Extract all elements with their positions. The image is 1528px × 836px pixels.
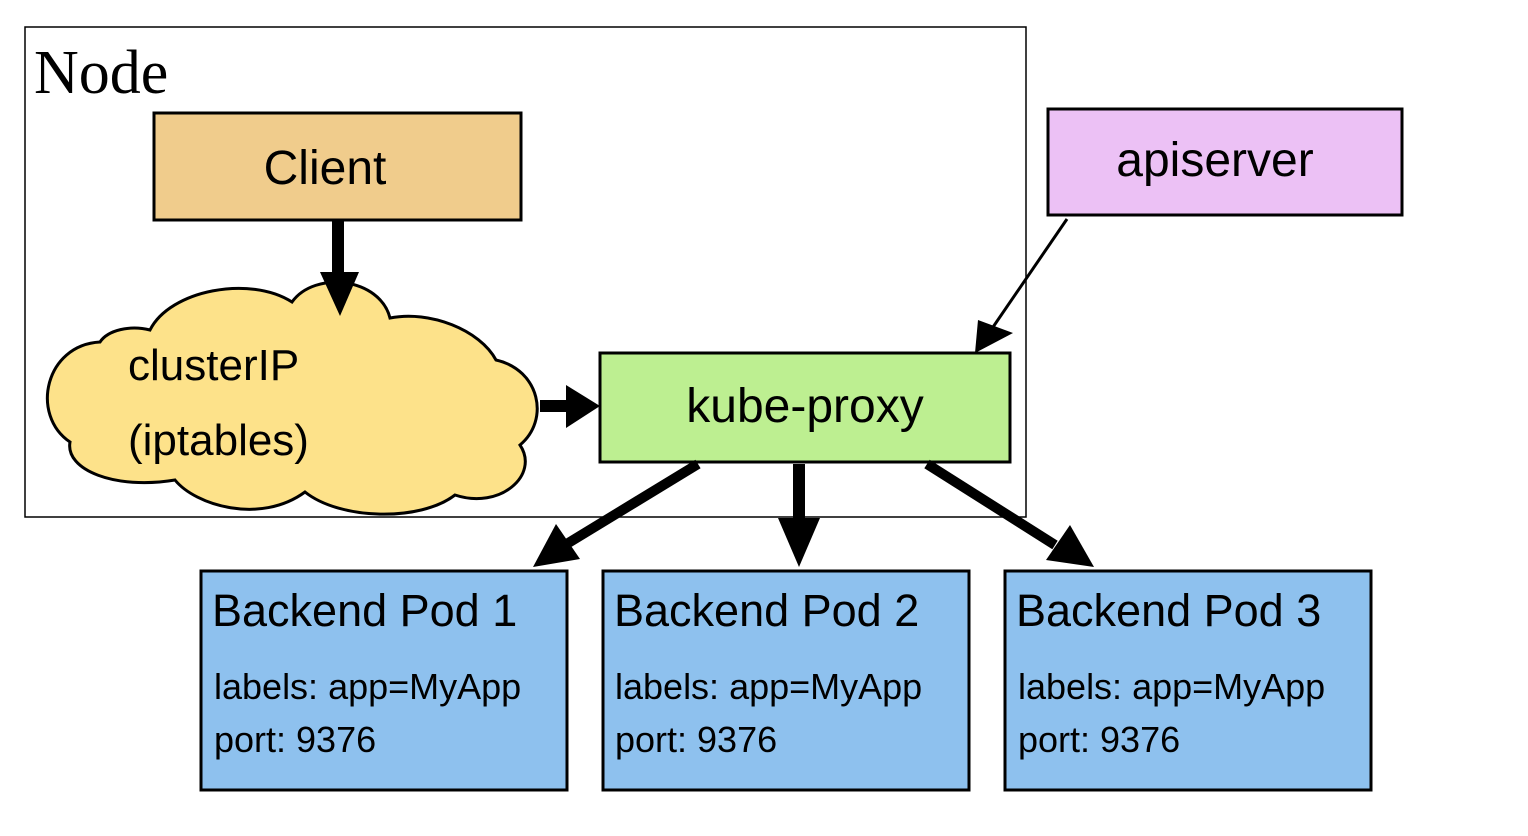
backend-pod-2-port: port: 9376 (615, 719, 777, 760)
kube-proxy-to-pod2-arrowhead (778, 518, 820, 567)
backend-pod-1-labels: labels: app=MyApp (214, 666, 521, 707)
backend-pod-2-title: Backend Pod 2 (614, 585, 919, 636)
apiserver-label: apiserver (1116, 134, 1313, 187)
cluster-ip-label: clusterIP (128, 341, 299, 390)
apiserver-to-kube-proxy-arrow-line (989, 218, 1069, 331)
backend-pod-2-labels: labels: app=MyApp (615, 666, 922, 707)
backend-pod-3-labels: labels: app=MyApp (1018, 666, 1325, 707)
kube-proxy-to-pod3-arrow-line (924, 459, 1058, 550)
backend-pod-2-box (601, 569, 971, 792)
clusterip-to-kube-proxy-arrowhead (566, 385, 600, 428)
apiserver-box: apiserver (1046, 107, 1404, 217)
apiserver-to-kube-proxy-arrowhead (975, 320, 1013, 353)
backend-pod-1-port: port: 9376 (214, 719, 376, 760)
backend-pod-2: Backend Pod 2 labels: app=MyApp port: 93… (601, 569, 971, 792)
backend-pod-3-port: port: 9376 (1018, 719, 1180, 760)
apiserver-box-fill (1046, 107, 1404, 217)
client-to-clusterip-arrowhead (320, 272, 359, 316)
backend-pod-3-title: Backend Pod 3 (1016, 585, 1321, 636)
client-label: Client (264, 142, 387, 195)
kube-proxy-box: kube-proxy (598, 351, 1012, 464)
arrows (320, 218, 1094, 567)
backend-pod-3-box (1003, 569, 1373, 792)
backend-pod-3: Backend Pod 3 labels: app=MyApp port: 93… (1003, 569, 1373, 792)
backend-pod-1-title: Backend Pod 1 (212, 585, 517, 636)
kube-proxy-box-fill (598, 351, 1012, 464)
backend-pod-1-box (199, 569, 569, 792)
backend-pod-1: Backend Pod 1 labels: app=MyApp port: 93… (199, 569, 569, 792)
cluster-ip-cloud: clusterIP (iptables) (46, 280, 539, 516)
kube-proxy-to-pod3-arrowhead (1046, 525, 1094, 567)
kube-proxy-to-pod1-arrow-line (562, 459, 701, 550)
client-box: Client (152, 111, 523, 222)
node-title: Node (34, 39, 168, 107)
iptables-label: (iptables) (128, 416, 309, 465)
client-box-fill (152, 111, 523, 222)
kube-proxy-to-pod1-arrowhead (533, 524, 580, 567)
kube-proxy-label: kube-proxy (686, 380, 923, 433)
